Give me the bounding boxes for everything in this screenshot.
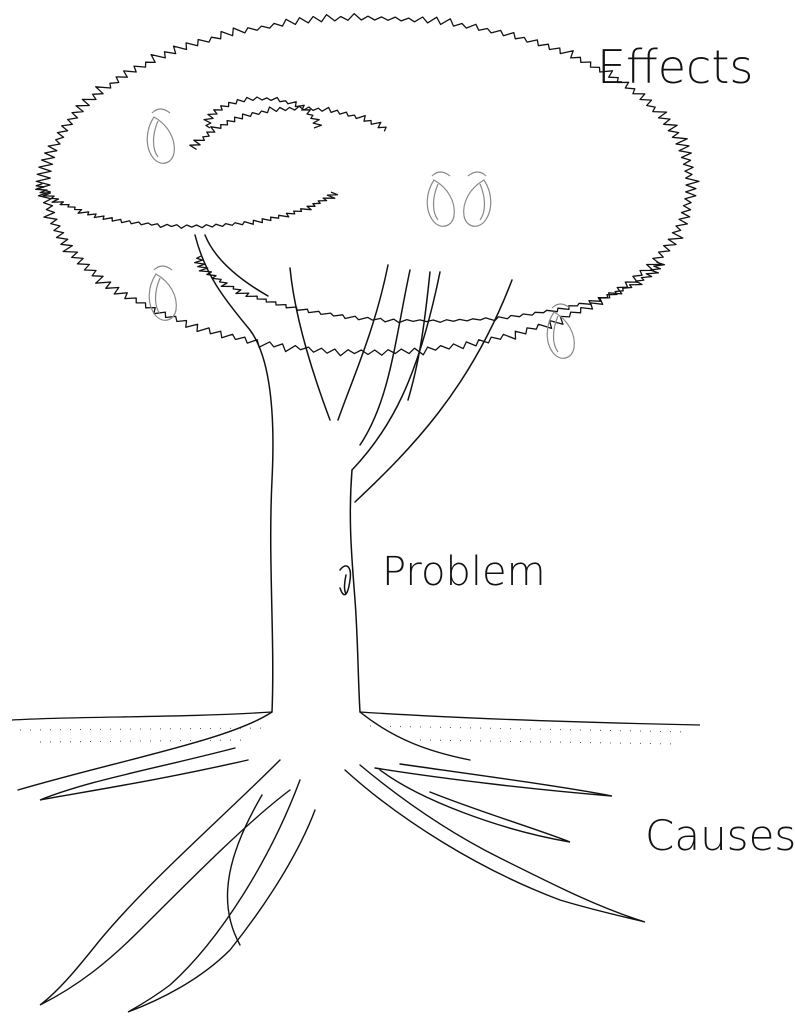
mango-fruit [464,172,491,226]
label-problem: Problem [382,552,546,592]
ground-line-right [360,712,700,725]
canopy-inner-foliage [36,106,665,322]
root [18,712,272,800]
label-causes: Causes [645,815,795,857]
tree-trunk [195,235,512,712]
label-effects: Effects [597,44,753,90]
root [128,780,315,1012]
branch-left [205,235,268,296]
ground-line-left [12,712,272,720]
root [360,712,470,760]
root [40,760,290,1005]
trunk-left-edge [195,235,273,712]
mango-fruits [147,109,574,358]
root [380,770,570,842]
mango-fruit [147,109,174,163]
ground-speckles [20,726,690,744]
trunk-right-edge [350,470,360,712]
branch-right-2 [355,280,512,502]
branch-middle [290,265,388,420]
root [345,765,645,922]
branch-right-3 [360,270,430,445]
ground [12,712,700,744]
tree-roots [18,712,645,1012]
root [375,764,612,796]
canopy-top-tuft [204,97,322,128]
mango-fruit [427,172,454,226]
trunk-knot [340,566,350,595]
